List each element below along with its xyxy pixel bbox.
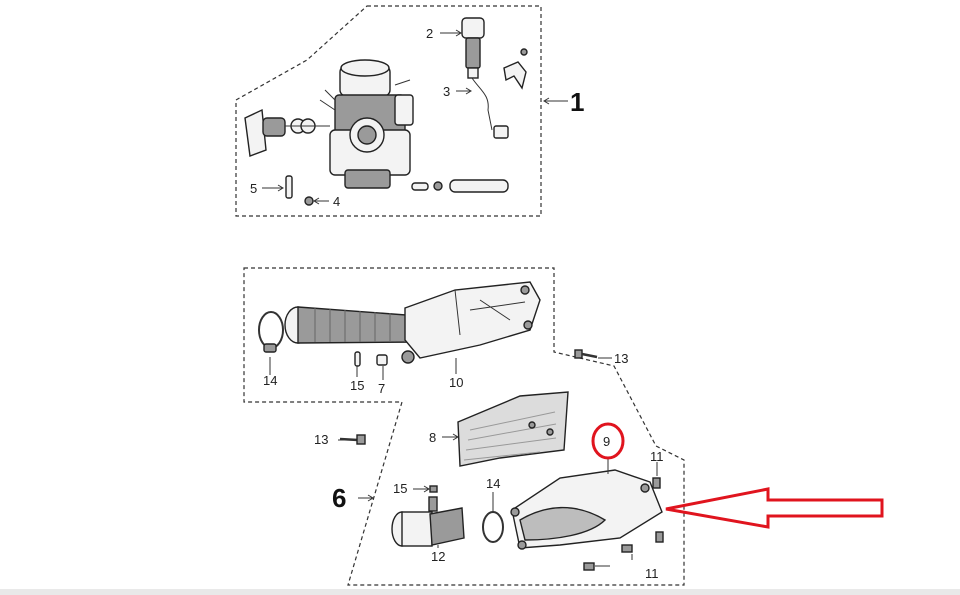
group-1-carburetor: 2 3 1 5 4: [235, 5, 584, 217]
highlight-circle-part-9: [591, 422, 625, 460]
part-15-screw-upper: [354, 351, 361, 367]
pin-long: [449, 179, 509, 193]
group-6-boundary: [243, 267, 685, 586]
part-11-screw-b: [655, 531, 664, 543]
part-14-hose-clamp-upper: [258, 311, 284, 353]
part-8-filter-element: [457, 391, 569, 467]
callout-15-lower: 15: [393, 481, 407, 496]
part-11-screw-d: [583, 562, 595, 571]
pin-small: [411, 182, 429, 191]
part-2-enrichener: [461, 17, 509, 139]
callout-15-upper: 15: [350, 378, 364, 393]
callout-10: 10: [449, 375, 463, 390]
callout-2: 2: [426, 26, 433, 41]
callout-11-lower: 11: [645, 566, 659, 581]
part-11-screw-a: [652, 477, 661, 489]
part-9-air-filter-cover: [510, 469, 663, 550]
leader-2: [440, 29, 462, 37]
pin-clip: [433, 181, 443, 191]
callout-11-upper: 11: [650, 449, 664, 464]
part-12-drain-tube: [391, 496, 465, 547]
callout-1-group-number: 1: [570, 87, 584, 117]
bottom-bar: [0, 589, 960, 595]
callout-4: 4: [333, 194, 340, 209]
part-7-plug: [376, 354, 388, 366]
callout-7: 7: [378, 381, 385, 396]
callout-13-upper: 13: [614, 351, 628, 366]
callout-14-upper: 14: [263, 373, 277, 388]
callout-13-lower: 13: [314, 432, 328, 447]
leader-1: [543, 97, 568, 105]
highlight-arrow: [665, 487, 884, 529]
leader-15-lower: [413, 485, 430, 493]
callout-12: 12: [431, 549, 445, 564]
part-5-needle: [285, 175, 293, 199]
part-14-hose-clamp-lower: [482, 511, 504, 543]
leader-4: [313, 197, 329, 205]
choke-assembly: [244, 108, 330, 157]
retaining-clip: [503, 61, 527, 90]
part-11-screw-c: [621, 544, 633, 553]
callout-3: 3: [443, 84, 450, 99]
part-4-jet: [304, 196, 314, 206]
small-screw: [520, 48, 528, 56]
callout-6-group-number: 6: [332, 483, 346, 513]
group-1-boundary: [235, 5, 542, 217]
callout-8: 8: [429, 430, 436, 445]
intake-duct: [284, 306, 421, 344]
leader-6: [358, 494, 374, 502]
part-10-air-box-housing: [401, 281, 541, 364]
leader-3: [456, 87, 472, 95]
callout-5: 5: [250, 181, 257, 196]
group-6-air-filter: 14 15 7 10 13 13 8 9 11 11 15 14 12 6: [243, 267, 685, 586]
leader-5: [262, 184, 284, 192]
leader-8: [442, 433, 459, 441]
part-13-bolt-upper: [574, 349, 598, 359]
callout-14-lower: 14: [486, 476, 500, 491]
callout-9: 9: [603, 434, 610, 449]
leader-11-lower: [595, 554, 633, 567]
carburetor-body: [319, 59, 414, 189]
part-15-screw-lower: [429, 485, 438, 493]
